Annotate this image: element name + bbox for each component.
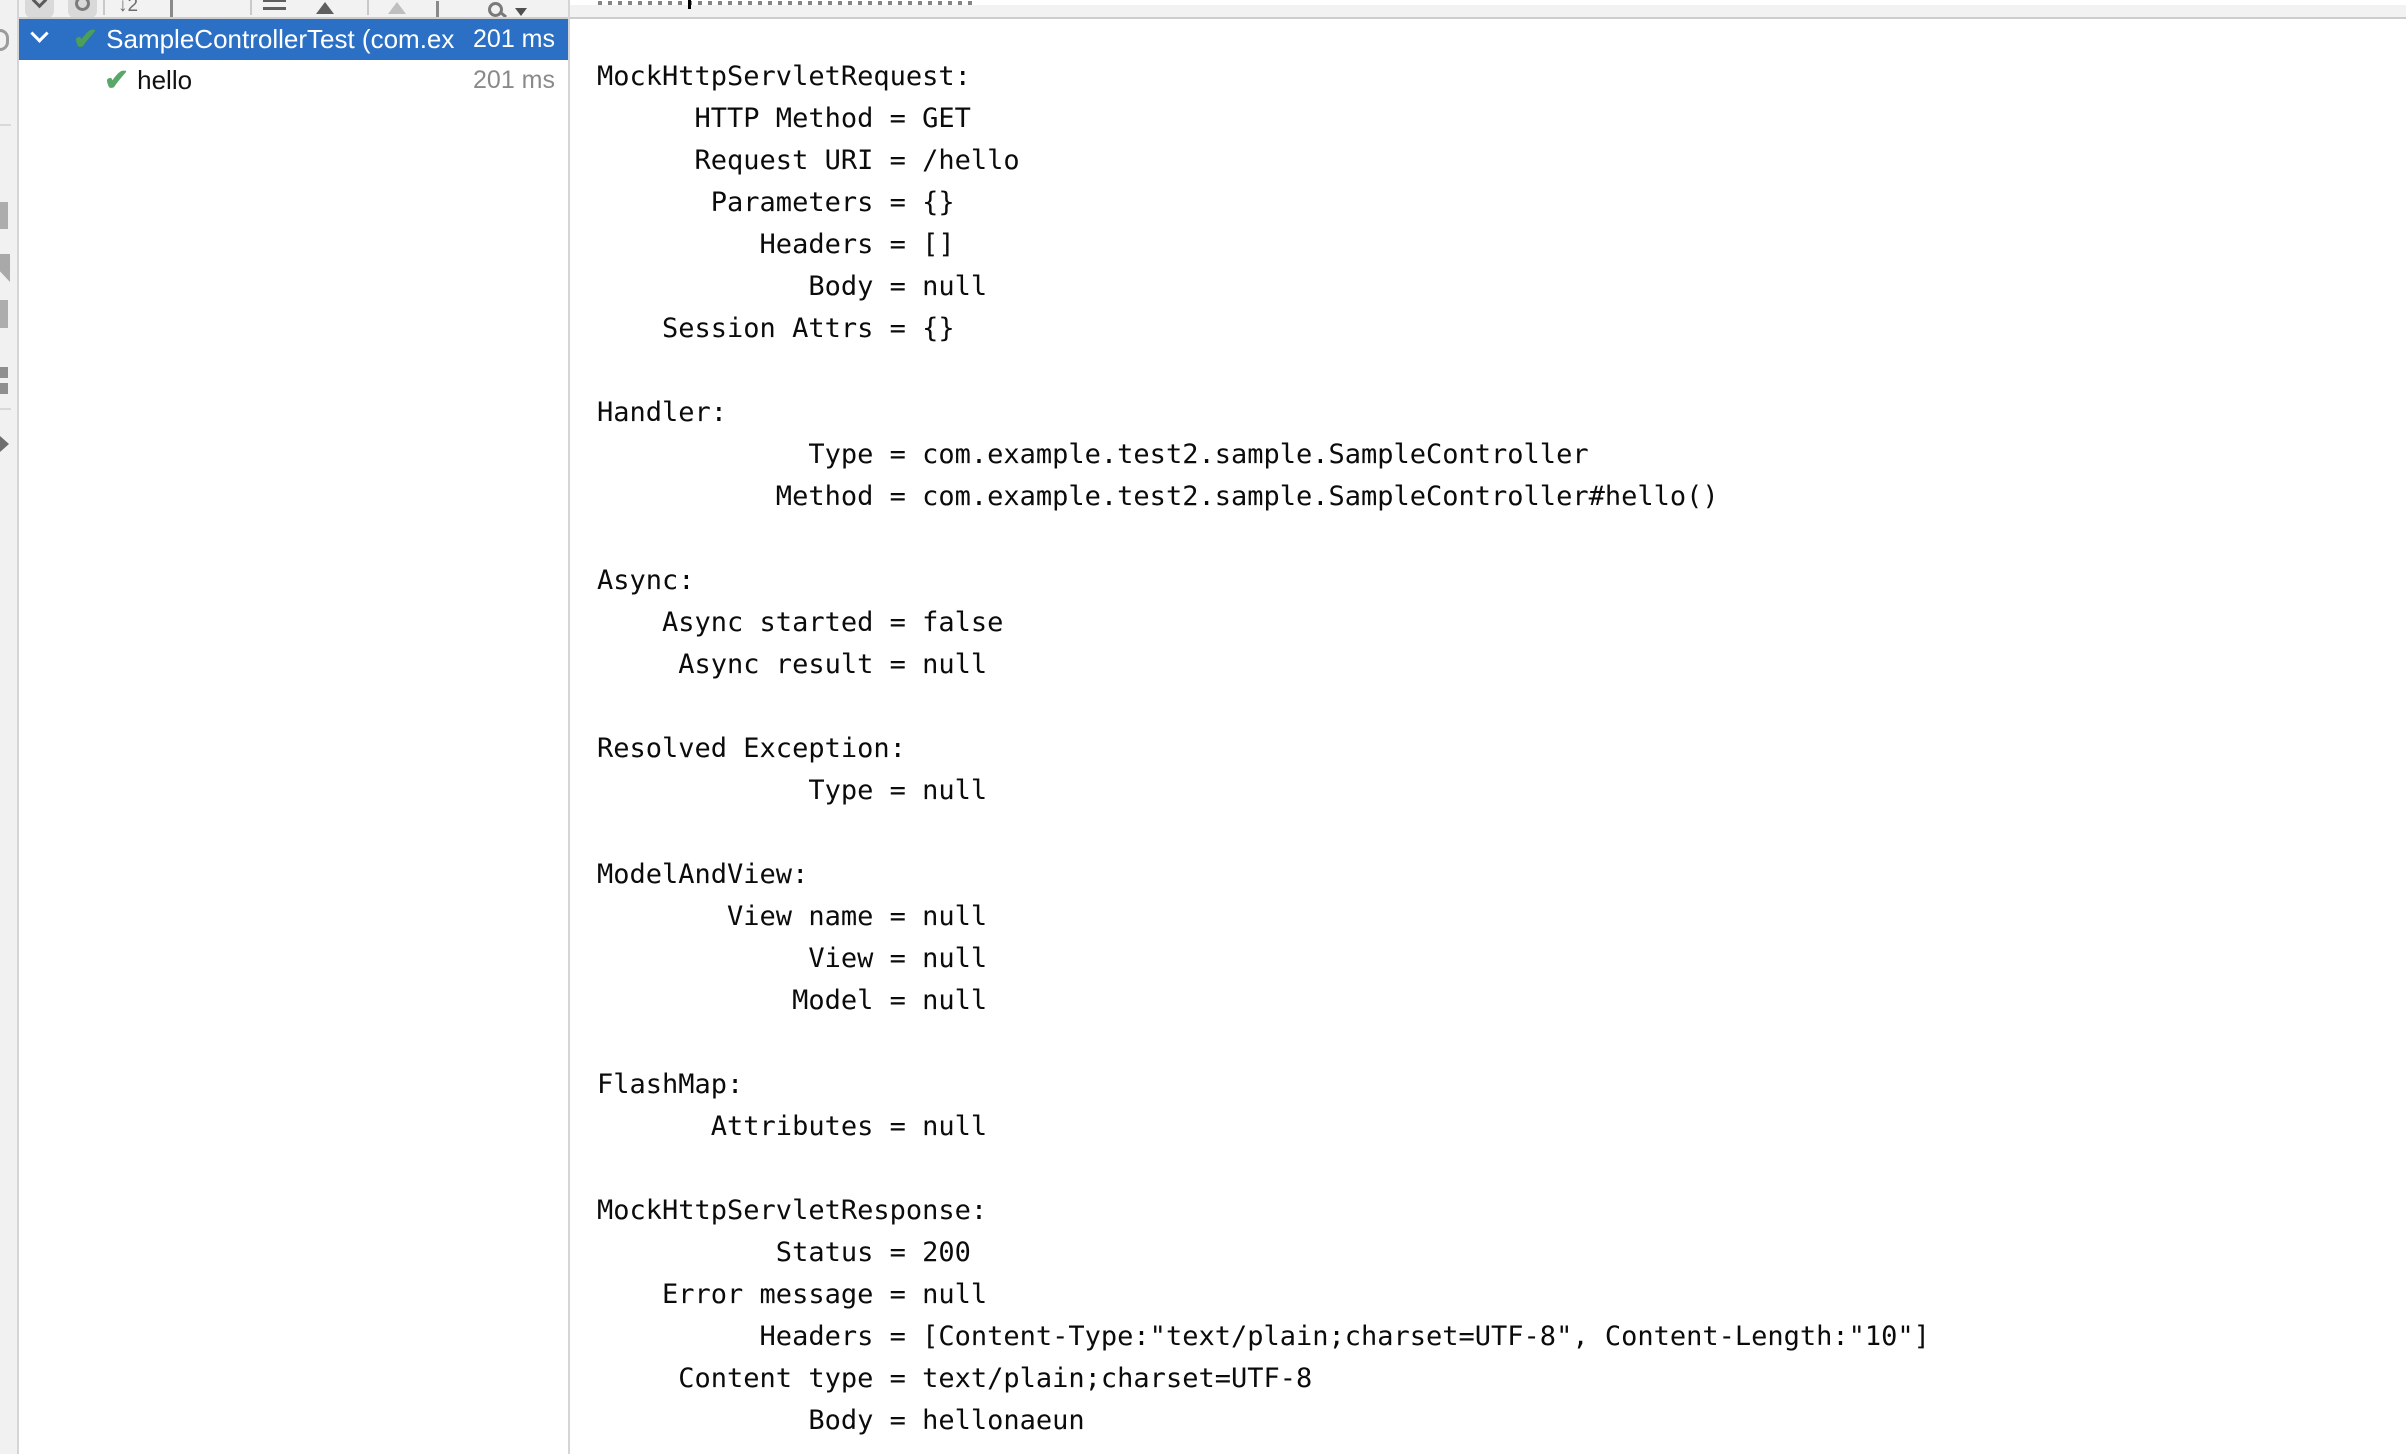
console-panel: MockHttpServletRequest: HTTP Method = GE… <box>570 0 2406 1454</box>
tree-row-test[interactable]: ✔ hello 201 ms <box>19 60 568 101</box>
chevron-down-icon <box>31 0 48 9</box>
console-header-band <box>570 0 2406 19</box>
next-failed-test-button[interactable] <box>436 1 439 17</box>
stripe-divider <box>0 408 11 410</box>
filter-chevron-button[interactable] <box>25 0 54 17</box>
chevron-down-icon <box>170 0 173 17</box>
toolbar-divider <box>250 0 252 15</box>
test-passed-icon: ✔ <box>73 22 99 56</box>
search-icon[interactable] <box>488 2 503 17</box>
previous-failed-test-button[interactable] <box>388 2 406 14</box>
search-dropdown-icon[interactable] <box>515 8 527 16</box>
test-tree-toolbar: ↓2 <box>19 0 568 19</box>
sort-by-duration-icon[interactable]: ↓2 <box>118 0 139 16</box>
cut-toolbar-icon <box>0 367 8 378</box>
stripe-divider <box>0 124 11 126</box>
left-tool-stripe <box>0 0 19 1454</box>
cut-bookmark-icon <box>0 254 10 282</box>
test-label: hello <box>137 65 193 95</box>
cut-toolbar-icon <box>0 300 8 328</box>
test-duration: 201 ms <box>473 66 555 94</box>
cut-toolbar-icon <box>0 202 8 229</box>
panel-splitter[interactable] <box>568 0 570 1454</box>
console-output[interactable]: MockHttpServletRequest: HTTP Method = GE… <box>597 61 1930 1436</box>
cut-toolbar-icon <box>0 383 8 394</box>
chevron-down-icon <box>436 1 439 17</box>
collapse-all-button[interactable] <box>263 0 286 10</box>
clipped-text-fragments <box>598 1 973 5</box>
cut-rerun-icon <box>0 29 9 51</box>
test-tree-panel: ↓2 ✔ SampleControllerTest (com.ex 201 ms… <box>19 0 568 1454</box>
test-history-button[interactable] <box>68 0 97 17</box>
suite-duration: 201 ms <box>473 25 555 53</box>
text-caret-fragment <box>688 0 691 9</box>
clock-icon <box>75 0 90 11</box>
sort-options-chevron-icon[interactable] <box>170 0 173 17</box>
expand-all-button[interactable] <box>316 2 334 14</box>
cut-arrow-icon <box>0 436 9 452</box>
test-passed-icon: ✔ <box>104 63 130 97</box>
tree-row-suite[interactable]: ✔ SampleControllerTest (com.ex 201 ms <box>19 19 568 60</box>
toolbar-divider <box>367 0 369 15</box>
suite-label: SampleControllerTest (com.ex <box>106 24 455 54</box>
toolbar-divider <box>103 0 105 15</box>
expand-chevron-icon[interactable] <box>30 24 49 43</box>
